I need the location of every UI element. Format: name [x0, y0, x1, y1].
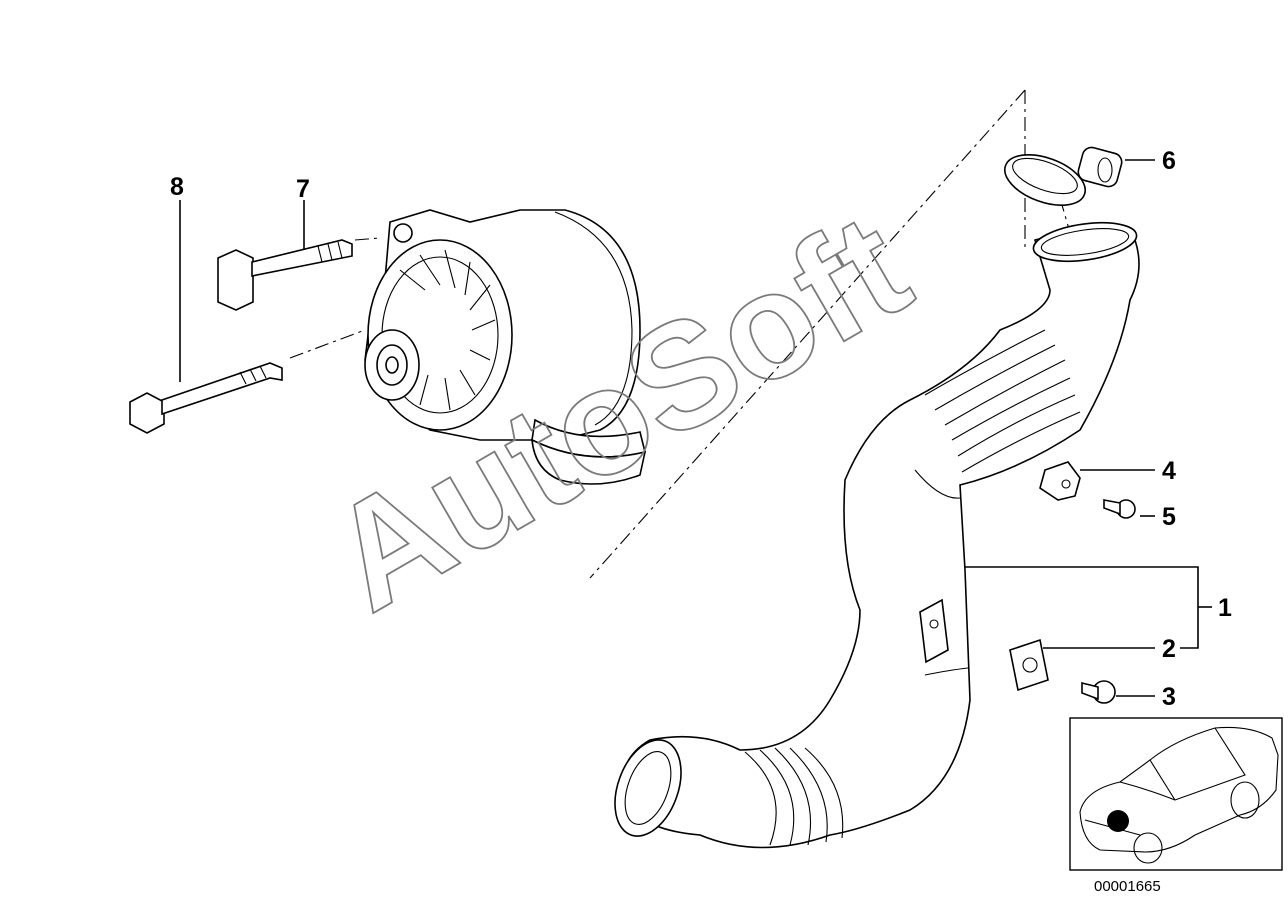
callout-2: 2: [1162, 635, 1176, 663]
screw-small-part: [1103, 499, 1136, 519]
bolt-long-part: [129, 362, 283, 434]
assembly-guide-lines: [289, 89, 1076, 579]
callout-1: 1: [1218, 594, 1232, 622]
callout-8: 8: [170, 173, 184, 201]
callout-6: 6: [1162, 147, 1176, 175]
callout-4: 4: [1162, 457, 1176, 485]
callout-3: 3: [1162, 683, 1176, 711]
callout-5: 5: [1162, 503, 1176, 531]
hose-clamp-part: [1004, 146, 1123, 206]
air-duct-part: [614, 221, 1140, 849]
callout-7: 7: [296, 175, 310, 203]
leader-lines: [179, 159, 1212, 697]
screw-part: [1081, 680, 1116, 704]
location-marker-icon: [1107, 810, 1129, 832]
callout-labels: 1 2 3 4 5 6 7 8: [170, 147, 1232, 711]
bolt-short-part: [217, 239, 353, 311]
alternator-part: [364, 209, 647, 485]
clip-part: [1039, 461, 1081, 501]
vehicle-location-inset: [1069, 717, 1283, 871]
drawing-number: 00001665: [1094, 878, 1161, 895]
clip-nut-part: [1009, 638, 1049, 692]
